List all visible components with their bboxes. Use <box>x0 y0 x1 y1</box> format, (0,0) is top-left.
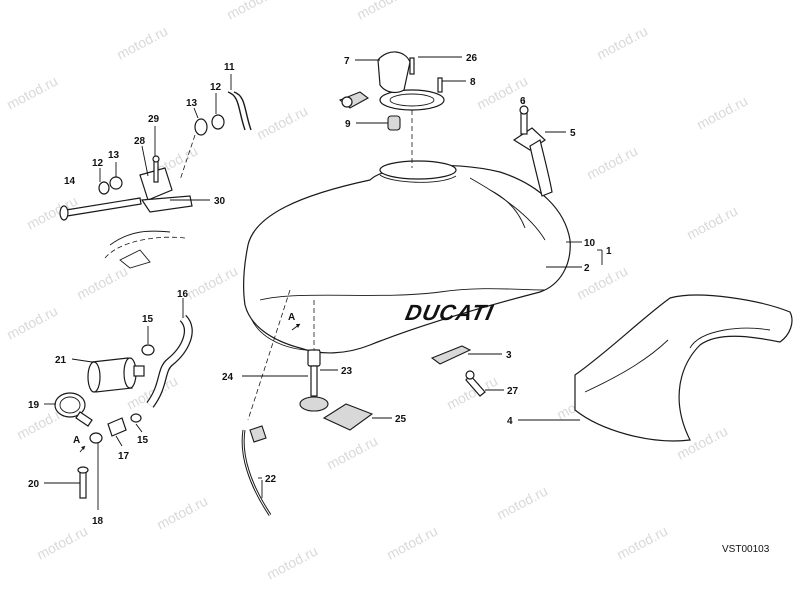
brand-logo: DUCATI <box>403 300 496 325</box>
part-label: 3 <box>506 350 512 361</box>
part-label: 4 <box>507 416 513 427</box>
part-label: 17 <box>118 451 130 462</box>
watermark: motod.ru <box>384 523 440 563</box>
watermark: motod.ru <box>324 433 380 473</box>
part-label: 15 <box>137 435 149 446</box>
small-clamp <box>130 413 142 423</box>
part-label: 12 <box>210 82 222 93</box>
watermark: motod.ru <box>584 143 640 183</box>
part-label: 1 <box>606 246 612 257</box>
watermark: motod.ru <box>614 523 670 563</box>
bracket <box>430 345 472 365</box>
grommet <box>387 115 401 131</box>
fuel-filter <box>87 357 145 393</box>
bolt <box>77 466 89 499</box>
part-label: 23 <box>341 366 353 377</box>
part-label: 13 <box>108 150 120 161</box>
watermark: motod.ru <box>694 93 750 133</box>
part-label: 30 <box>214 196 226 207</box>
watermark: motod.ru <box>224 0 280 23</box>
part-label: 27 <box>507 386 519 397</box>
watermark: motod.ru <box>4 73 60 113</box>
watermark: motod.ru <box>264 543 320 583</box>
washer <box>98 114 225 195</box>
watermark: motod.ru <box>254 103 310 143</box>
part-label: 2 <box>584 263 590 274</box>
part-label: 22 <box>265 474 277 485</box>
watermark: motod.ru <box>114 23 170 63</box>
watermark: motod.ru <box>184 263 240 303</box>
view-marker-a: A <box>288 312 301 331</box>
part-label: 15 <box>142 314 154 325</box>
part-label: 29 <box>148 114 160 125</box>
part-label: 21 <box>55 355 67 366</box>
part-label: 26 <box>466 53 478 64</box>
breather-hose <box>241 289 291 516</box>
seat-cover <box>574 294 793 442</box>
part-label: 20 <box>28 479 40 490</box>
washer <box>89 432 103 444</box>
part-label: 16 <box>177 289 189 300</box>
watermark: motod.ru <box>154 493 210 533</box>
screw <box>465 370 486 397</box>
part-label: 11 <box>224 62 235 73</box>
fuel-cap-assembly <box>338 51 445 168</box>
drain-valve <box>299 300 329 412</box>
fuel-tank: DUCATI <box>242 160 571 354</box>
leader-lines <box>44 56 603 510</box>
part-label: 8 <box>470 77 476 88</box>
watermark: motod.ru <box>684 203 740 243</box>
view-marker-a: A <box>73 435 86 453</box>
long-bolt <box>59 197 142 221</box>
part-label: 28 <box>134 136 146 147</box>
part-label: 12 <box>92 158 104 169</box>
diagram-code: VST00103 <box>722 544 770 555</box>
hose-clamp <box>54 392 93 427</box>
part-label: 25 <box>395 414 407 425</box>
part-label: 18 <box>92 516 104 527</box>
screw <box>152 155 160 183</box>
watermark: motod.ru <box>574 263 630 303</box>
watermark: motod.ru <box>74 263 130 303</box>
tank-strap <box>512 105 553 197</box>
view-marker-text: A <box>288 312 295 323</box>
watermark: motod.ru <box>4 303 60 343</box>
watermark: motod.ru <box>594 23 650 63</box>
part-label: 7 <box>344 56 350 67</box>
watermark: motod.ru <box>494 483 550 523</box>
hose-fitting <box>107 417 127 437</box>
spring-clip <box>227 91 252 131</box>
part-label: 13 <box>186 98 198 109</box>
part-label: 10 <box>584 238 596 249</box>
part-label: 19 <box>28 400 40 411</box>
view-marker-text: A <box>73 435 80 446</box>
fuel-hose <box>146 314 193 408</box>
part-label: 5 <box>570 128 576 139</box>
part-label: 6 <box>520 96 526 107</box>
small-clamp <box>141 344 155 356</box>
part-labels: 7 26 8 9 6 5 10 1 2 3 27 4 25 23 24 22 1… <box>28 53 612 527</box>
watermark: motod.ru <box>34 523 90 563</box>
part-label: 14 <box>64 176 76 187</box>
part-label: 9 <box>345 119 351 130</box>
pad <box>322 403 374 431</box>
watermark: motod.ru <box>354 0 410 23</box>
part-label: 24 <box>222 372 234 383</box>
